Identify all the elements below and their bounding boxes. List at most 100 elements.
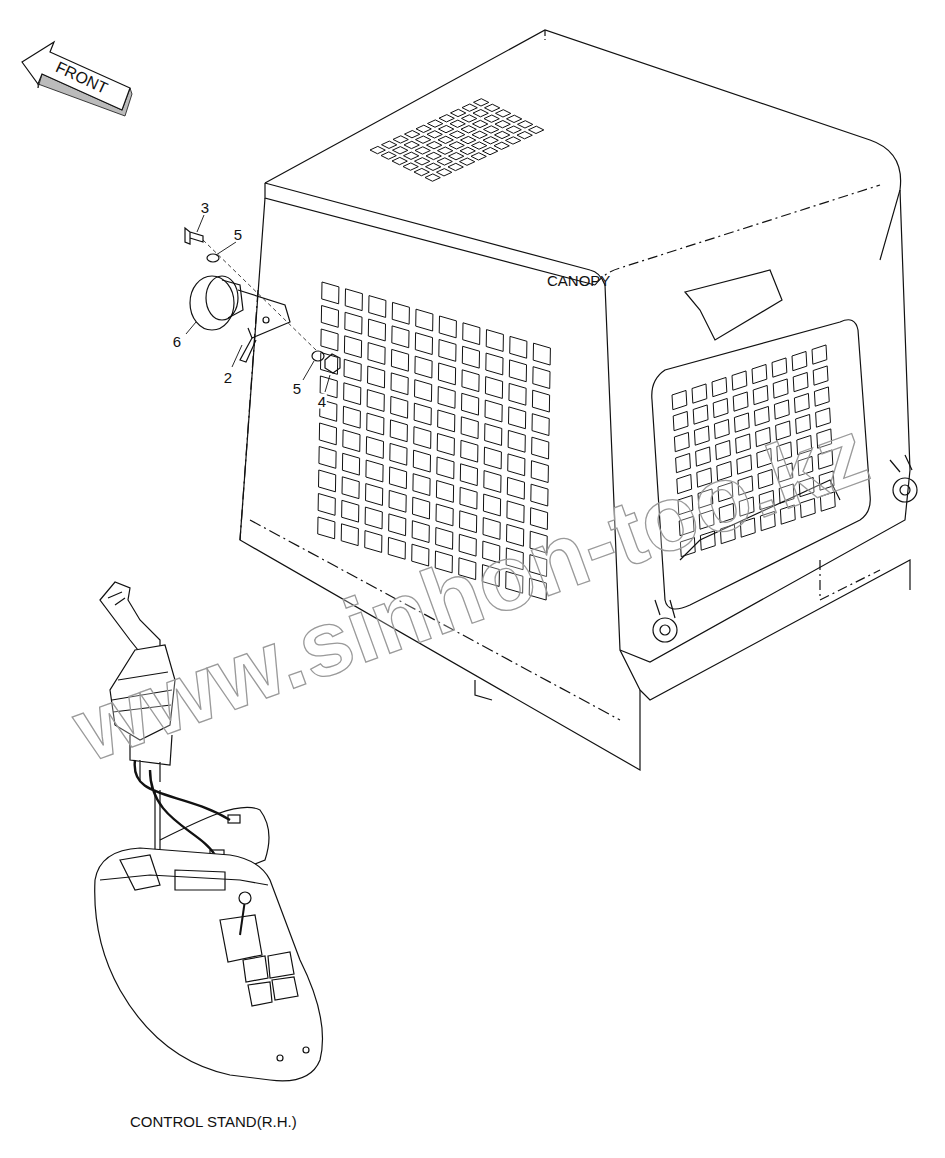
grille-hole [415,356,432,378]
grille-hole [416,125,431,132]
grille-hole [474,99,489,106]
grille-hole [752,364,767,383]
grille-hole [321,306,338,328]
grille-hole [506,126,521,133]
grille-hole [439,115,454,122]
stand-recess [120,855,225,890]
grille-hole [462,104,477,111]
grille-hole [437,158,452,165]
grille-hole [672,390,687,409]
horn-mount [222,280,243,318]
horn-terminal [240,338,256,362]
grille-hole [774,400,789,419]
grille-hole [507,477,524,499]
screw [303,1047,309,1053]
grille-hole [494,142,509,149]
grille-hole [392,326,409,348]
grille-hole [393,136,408,143]
grille-hole [345,312,362,334]
canopy-roof [265,30,901,260]
grille-hole [318,494,335,516]
grille-hole [415,380,432,402]
grille-hole [389,467,406,489]
grille-hole [508,454,525,476]
grille-hole [754,406,769,425]
hinge [653,618,677,642]
grille-hole [381,152,396,159]
grille-hole [772,358,787,377]
grille-hole [413,474,430,496]
grille-hole [532,390,549,412]
grille-hole [368,343,385,365]
grille-hole [485,377,502,399]
control-stand [95,848,323,1081]
grille-hole [461,440,478,462]
grille-hole [694,426,709,445]
hinge [900,485,910,495]
grille-hole [413,497,430,519]
grille-hole [413,450,430,472]
grille-hole [393,147,408,154]
grille-hole [792,351,807,370]
callout-number: 6 [172,334,182,349]
grille-hole [403,163,418,170]
grille-hole [321,329,338,351]
grille-hole [483,494,500,516]
grille-hole [428,120,443,127]
grille-hole [319,447,336,469]
grille-hole [460,464,477,486]
grille-hole [529,126,544,133]
grille-hole [460,147,475,154]
grille-hole [450,120,465,127]
canopy-roof-edge [265,183,595,285]
canopy-dash [544,30,545,40]
grille-hole [343,406,360,428]
grille-hole [345,289,362,311]
grille-hole [322,282,339,304]
grille-hole [509,383,526,405]
hinge [890,455,912,472]
grille-hole [693,405,708,424]
grille-hole [437,169,452,176]
grille-hole [461,126,476,133]
grille-hole [370,146,385,153]
grille-hole [533,367,550,389]
grille-hole [342,453,359,475]
stand-edge [100,875,268,885]
grille-hole [510,336,527,358]
part-name: CANOPY [547,273,610,288]
grille-hole [436,481,453,503]
grille-hole [483,137,498,144]
grille-hole [405,130,420,137]
grille-hole [509,360,526,382]
grille-hole [414,168,429,175]
grille-hole [404,152,419,159]
grille-hole [366,437,383,459]
grille-hole [367,390,384,412]
grille-hole [753,385,768,404]
grille-hole [439,316,456,338]
canopy-front-top [265,183,605,285]
lever [240,900,245,935]
nut [325,354,340,373]
grille-hole [391,396,408,418]
grille-hole [365,507,382,529]
grille-hole [813,366,828,385]
grille-hole [414,403,431,425]
grille-hole [714,419,729,438]
switch [243,952,298,1006]
grille-hole [436,504,453,526]
grille-hole [484,126,499,133]
grille-hole [531,484,548,506]
grille-hole [366,460,383,482]
grille-hole [318,517,335,539]
grille-hole [389,490,406,512]
canopy-tab [475,680,492,700]
grille-hole [713,398,728,417]
grille-hole [484,447,501,469]
washer [207,254,219,262]
grille-hole [319,423,336,445]
grille-hole [391,373,408,395]
grille-hole [462,115,477,122]
grille-hole [463,323,480,345]
